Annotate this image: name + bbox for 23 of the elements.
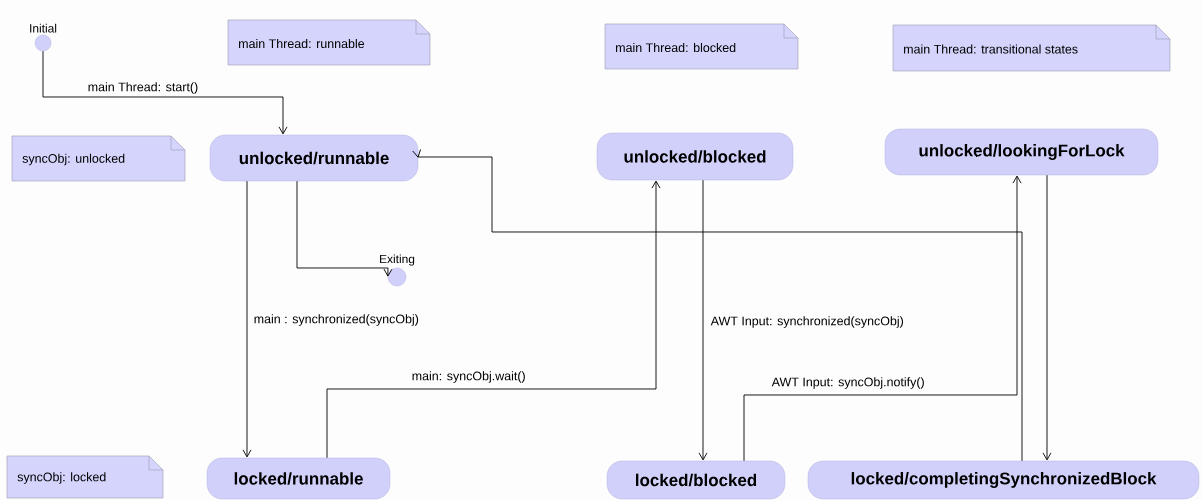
arrow <box>698 179 708 461</box>
state-box: locked/completingSynchronizedBlock <box>807 460 1200 500</box>
note-box: syncObj: locked <box>6 455 164 499</box>
arrow <box>743 175 1022 462</box>
pseudo-state: Initial <box>30 23 57 52</box>
state-box: locked/blocked <box>606 460 786 500</box>
node-label: Initial <box>30 23 57 33</box>
arrow <box>296 180 393 277</box>
note-box: syncObj: unlocked <box>11 135 186 182</box>
arrow <box>242 180 252 458</box>
note-box: main Thread: blocked <box>604 23 799 70</box>
arrow <box>412 149 1023 462</box>
arrow <box>42 50 288 135</box>
node-label: Exiting <box>380 254 415 266</box>
state-box: unlocked/runnable <box>209 134 419 182</box>
note-box: main Thread: transitional states <box>892 24 1171 72</box>
state-box: unlocked/blocked <box>596 132 794 181</box>
arrow <box>1042 174 1052 461</box>
arrow <box>326 180 661 459</box>
state-box: locked/runnable <box>206 457 391 500</box>
note-box: main Thread: runnable <box>227 19 431 66</box>
state-box: unlocked/lookingForLock <box>884 128 1159 176</box>
pseudo-state: Exiting <box>380 254 415 287</box>
